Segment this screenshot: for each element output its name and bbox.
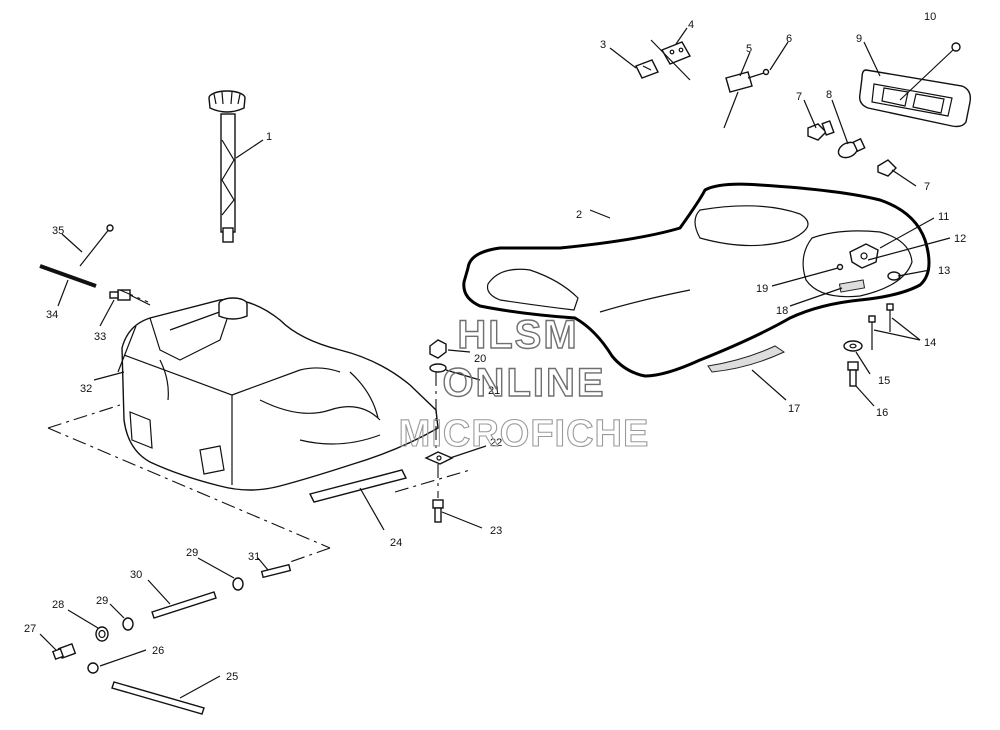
callout-29-right: 29 [186, 547, 198, 559]
callout-12: 12 [954, 233, 966, 245]
part-8-bulb[interactable] [836, 137, 866, 161]
watermark-line-2: ONLINE [442, 361, 605, 405]
callout-23: 23 [490, 525, 502, 537]
part-14-pins[interactable] [868, 303, 894, 350]
callout-35: 35 [52, 225, 64, 237]
callout-17: 17 [788, 403, 800, 415]
callout-30: 30 [130, 569, 142, 581]
callout-32: 32 [80, 383, 92, 395]
part-5-plate[interactable] [723, 71, 753, 129]
callout-25: 25 [226, 671, 238, 683]
callout-28: 28 [52, 599, 64, 611]
callout-4: 4 [688, 19, 694, 31]
part-15-washer[interactable] [843, 340, 863, 352]
assembly-reference-lines [47, 289, 471, 563]
part-2-seat[interactable] [462, 182, 931, 378]
callout-2: 2 [576, 209, 582, 221]
part-7-bulb-lower[interactable] [877, 159, 897, 177]
callout-34: 34 [46, 309, 58, 321]
part-35-clamp[interactable] [79, 224, 114, 267]
callout-11: 11 [938, 211, 949, 223]
callout-21: 21 [488, 385, 500, 397]
part-22-plate[interactable] [424, 451, 454, 465]
callout-3: 3 [600, 39, 606, 51]
callout-5: 5 [746, 43, 752, 55]
part-27-fitting[interactable] [51, 643, 77, 661]
callout-14: 14 [924, 337, 936, 349]
part-28-nut[interactable] [95, 626, 109, 642]
part-7-bulb-upper[interactable] [807, 120, 835, 141]
leader-lines [39, 27, 951, 699]
part-33-fitting[interactable] [109, 289, 151, 306]
part-29-clamp-upper[interactable] [232, 577, 244, 591]
part-1-fuel-gauge-tube[interactable] [208, 90, 246, 243]
part-20-nut[interactable] [429, 339, 447, 359]
part-31-fitting[interactable] [260, 563, 292, 579]
part-16-bolt[interactable] [847, 361, 859, 387]
part-26-clamp[interactable] [87, 662, 99, 674]
callout-13: 13 [938, 265, 950, 277]
callout-8: 8 [826, 89, 832, 101]
callout-7-lower: 7 [924, 181, 930, 193]
part-11-12-latch[interactable] [849, 243, 879, 269]
callout-29-left: 29 [96, 595, 108, 607]
part-34-hose[interactable] [39, 264, 97, 288]
part-32-fuel-tank[interactable] [117, 297, 439, 491]
part-29-clamp-lower[interactable] [122, 617, 134, 631]
part-10-bolt[interactable] [899, 42, 961, 101]
callout-6: 6 [786, 33, 792, 45]
callout-19: 19 [756, 283, 768, 295]
watermark-line-1: HLSM [457, 313, 578, 357]
part-6-screw[interactable] [747, 68, 770, 79]
part-9-taillight-housing[interactable] [858, 69, 972, 128]
callout-9: 9 [856, 33, 862, 45]
part-18-decal[interactable] [838, 279, 866, 293]
watermark: HLSM ONLINE MICROFICHE [398, 312, 650, 455]
callout-31: 31 [248, 551, 260, 563]
part-19-rivet[interactable] [836, 263, 844, 271]
part-23-bolt[interactable] [432, 499, 444, 523]
callout-22: 22 [490, 437, 502, 449]
part-4-bracket[interactable] [650, 39, 692, 81]
part-17-seat-strip[interactable] [707, 345, 786, 373]
callout-10: 10 [924, 11, 936, 23]
part-3-bracket[interactable] [635, 59, 659, 79]
part-24-strap[interactable] [308, 469, 408, 503]
watermark-line-3: MICROFICHE [399, 413, 650, 455]
callout-18: 18 [776, 305, 788, 317]
callout-24: 24 [390, 537, 402, 549]
part-30-hose[interactable] [151, 591, 217, 619]
callout-7-upper: 7 [796, 91, 802, 103]
callout-27: 27 [24, 623, 36, 635]
callout-33: 33 [94, 331, 106, 343]
callout-20: 20 [474, 353, 486, 365]
callout-15: 15 [878, 375, 890, 387]
callout-26: 26 [152, 645, 164, 657]
callout-1: 1 [266, 131, 272, 143]
part-25-hose[interactable] [111, 681, 205, 715]
callout-labels: 1 2 3 4 5 6 7 7 8 9 10 11 12 13 14 15 16… [24, 11, 966, 683]
part-21-washer[interactable] [429, 363, 447, 373]
callout-16: 16 [876, 407, 888, 419]
